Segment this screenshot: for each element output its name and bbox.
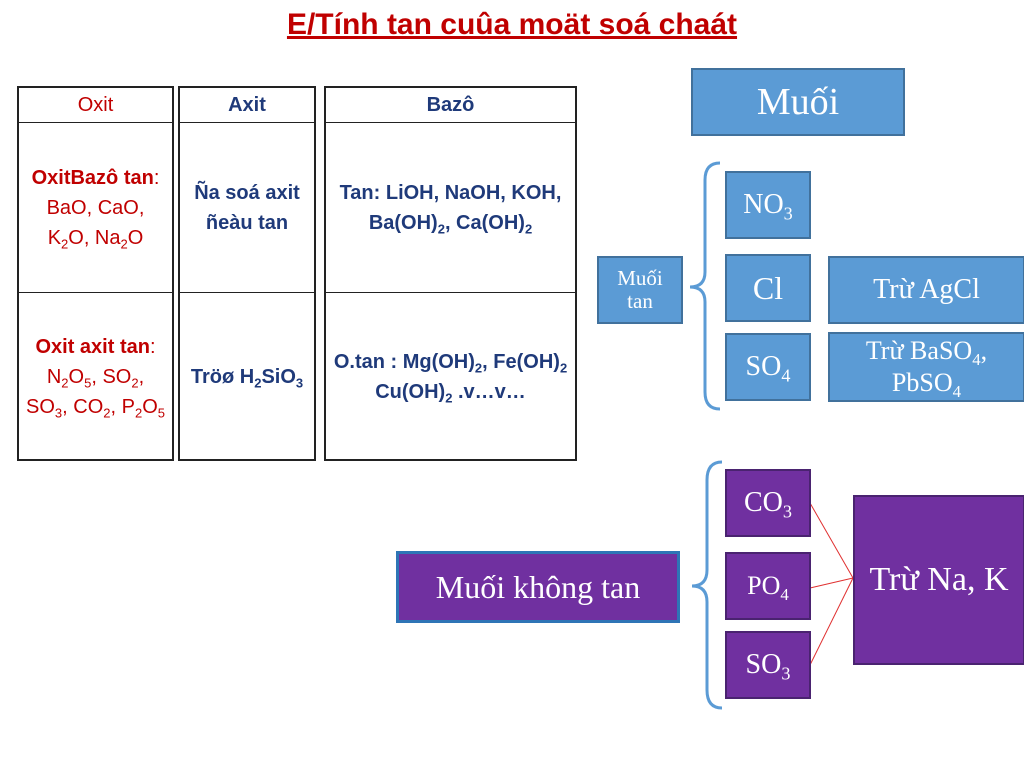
oxit-header: Oxit: [19, 88, 172, 123]
connector-co3: [809, 502, 854, 579]
bazo-khong-tan-cell: O.tan : Mg(OH)2, Fe(OH)2 Cu(OH)2 .v…v…: [333, 350, 568, 406]
axit-row1-cell: Ña soá axit ñeàu tan: [194, 182, 300, 234]
muoi-title-box: Muối: [691, 68, 905, 136]
cl-box: Cl: [725, 254, 811, 322]
muoi-tan-box: Muối tan: [597, 256, 683, 324]
page-title: E/Tính tan cuûa moät soá chaát: [286, 8, 738, 41]
so3-box: SO3: [725, 631, 811, 699]
oxit-table: Oxit OxitBazô tan: BaO, CaO, K2O, Na2O O…: [17, 86, 174, 461]
axit-table: Axit Ña soá axit ñeàu tan Tröø H2SiO3: [178, 86, 316, 461]
connector-so3: [809, 577, 854, 666]
no3-box: NO3: [725, 171, 811, 239]
bazo-divider: [326, 292, 575, 293]
axit-divider: [180, 292, 314, 293]
oxit-axit-cell: Oxit axit tan: N2O5, SO2, SO3, CO2, P2O5: [26, 335, 165, 421]
bazo-table: Bazô Tan: LiOH, NaOH, KOH, Ba(OH)2, Ca(O…: [324, 86, 577, 461]
bazo-header: Bazô: [326, 88, 575, 123]
connector-po4: [809, 577, 854, 589]
axit-row2-cell: Tröø H2SiO3: [190, 365, 304, 391]
so4-box: SO4: [725, 333, 811, 401]
muoi-khong-tan-box: Muối không tan: [396, 551, 680, 623]
axit-header: Axit: [180, 88, 314, 123]
tru-baso4-box: Trừ BaSO4, PbSO4: [828, 332, 1024, 402]
muoi-khong-tan-bracket: [691, 460, 723, 710]
tru-na-k-box: Trừ Na, K: [853, 495, 1024, 665]
tru-agcl-box: Trừ AgCl: [828, 256, 1024, 324]
oxit-divider: [19, 292, 172, 293]
muoi-tan-bracket: [689, 161, 721, 411]
co3-box: CO3: [725, 469, 811, 537]
po4-box: PO4: [725, 552, 811, 620]
oxit-bazo-cell: OxitBazô tan: BaO, CaO, K2O, Na2O: [31, 167, 160, 252]
bazo-tan-cell: Tan: LiOH, NaOH, KOH, Ba(OH)2, Ca(OH)2: [339, 182, 562, 237]
